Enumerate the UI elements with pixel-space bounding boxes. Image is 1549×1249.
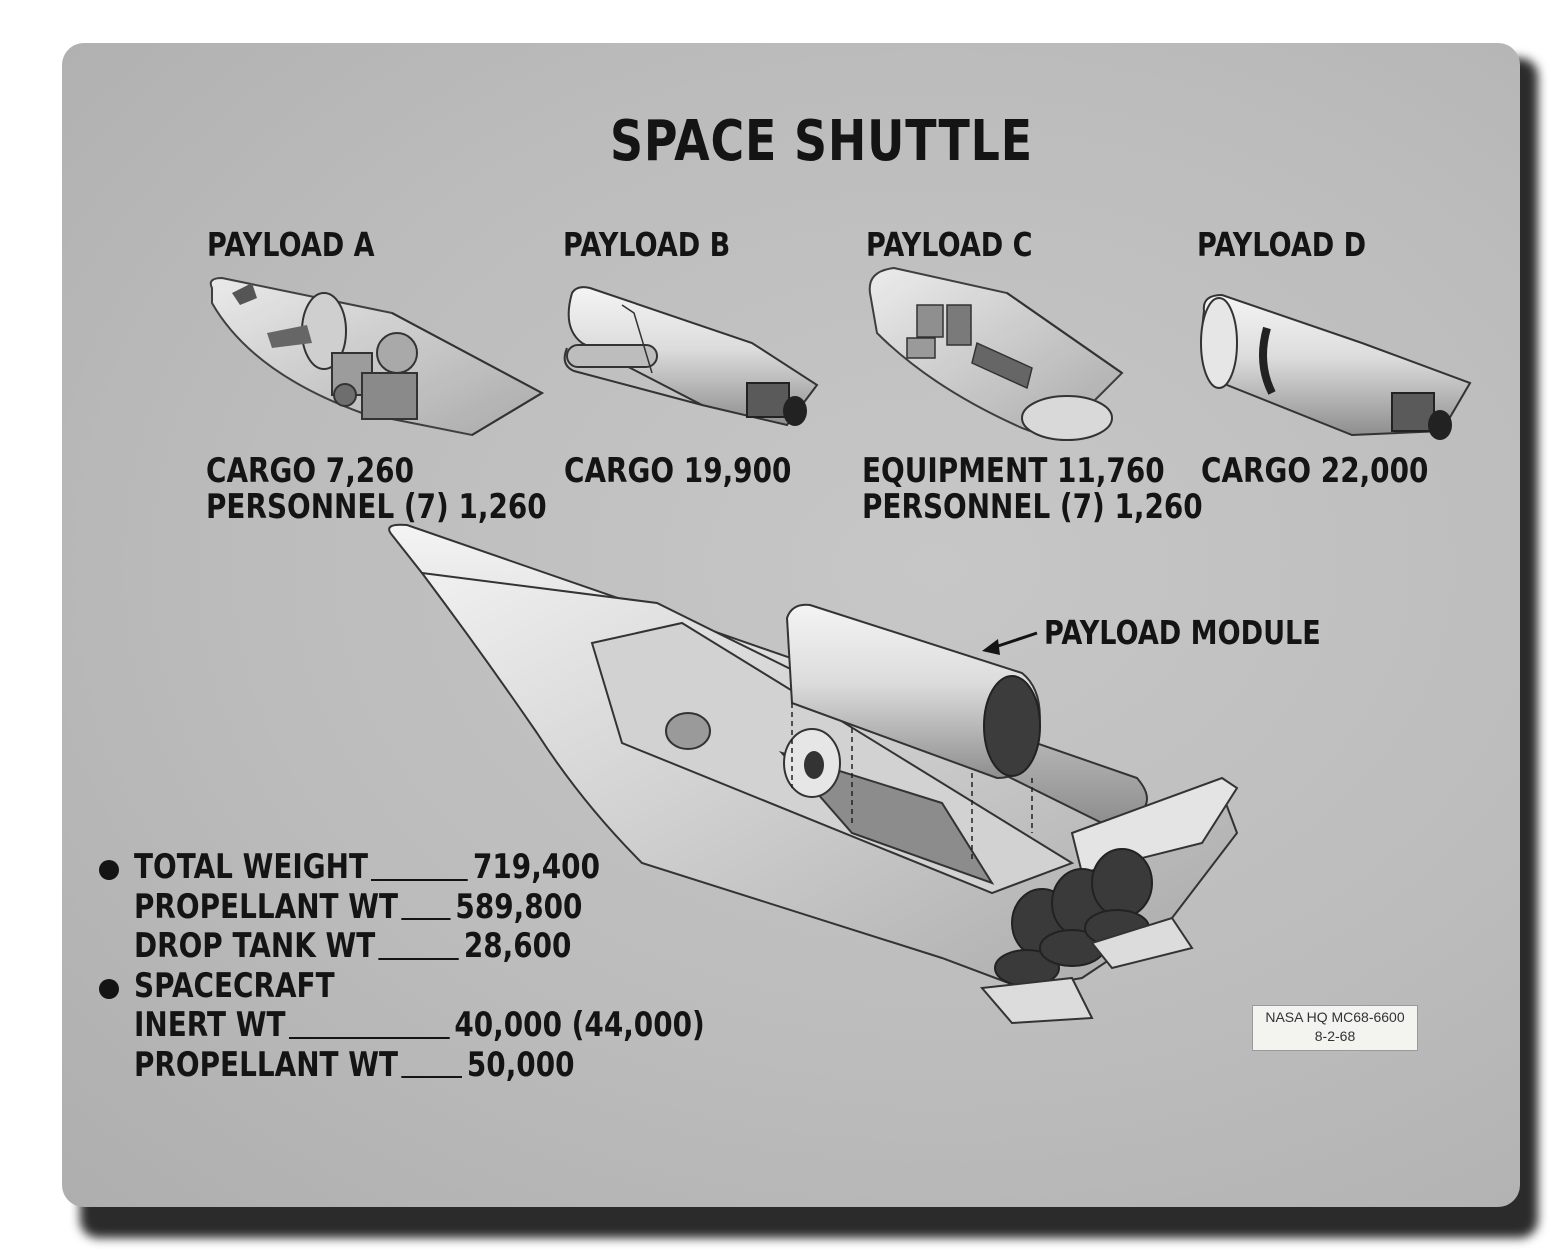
weight-stats: TOTAL WEIGHT 719,400 PROPELLANT WT 589,8…	[134, 847, 705, 1086]
payload-b-illustration	[563, 286, 819, 427]
stat-propellant-wt-2: PROPELLANT WT 50,000	[134, 1044, 705, 1086]
stat-value: 40,000 (44,000)	[454, 1005, 705, 1045]
bullet-spacecraft	[99, 979, 119, 999]
stat-spacecraft: SPACECRAFT	[134, 965, 705, 1007]
stat-value: 28,600	[463, 926, 572, 966]
payload-d-label: PAYLOAD D	[1197, 225, 1367, 264]
payload-b-specs: CARGO 19,900	[564, 453, 791, 489]
payload-c-specs: EQUIPMENT 11,760 PERSONNEL (7) 1,260	[862, 453, 1203, 525]
stat-inert-wt: INERT WT 40,000 (44,000)	[134, 1005, 705, 1046]
stat-label: PROPELLANT WT	[134, 886, 399, 927]
payload-a-illustration	[209, 276, 545, 437]
payload-c-equipment: EQUIPMENT 11,760	[862, 451, 1165, 491]
payload-d-specs: CARGO 22,000	[1201, 453, 1428, 489]
leader-line	[401, 1076, 462, 1078]
stat-label: PROPELLANT WT	[134, 1044, 399, 1085]
leader-line	[401, 918, 451, 920]
payload-b-cargo: CARGO 19,900	[564, 451, 792, 491]
shuttle-illustration	[209, 266, 1472, 1025]
main-shuttle-illustration	[388, 523, 1239, 1025]
stat-drop-tank-wt: DROP TANK WT 28,600	[134, 926, 705, 967]
bullet-total-weight	[99, 860, 119, 880]
stat-label: SPACECRAFT	[134, 965, 335, 1006]
payload-a-specs: CARGO 7,260 PERSONNEL (7) 1,260	[206, 453, 547, 525]
stat-propellant-wt-1: PROPELLANT WT 589,800	[134, 886, 705, 928]
page-title: SPACE SHUTTLE	[610, 109, 1033, 174]
stamp-id: NASA HQ MC68-6600	[1265, 1009, 1405, 1025]
payload-b-label: PAYLOAD B	[563, 225, 731, 264]
stat-label: TOTAL WEIGHT	[134, 847, 369, 887]
leader-line	[378, 957, 459, 960]
photo-print: SPACE SHUTTLE PAYLOAD A PAYLOAD B PAYLOA…	[62, 43, 1520, 1207]
stat-label: INERT WT	[134, 1005, 286, 1045]
payload-a-cargo: CARGO 7,260	[206, 451, 414, 491]
payload-module-arrow	[982, 631, 1038, 655]
payload-c-illustration	[868, 266, 1124, 441]
stat-label: DROP TANK WT	[134, 926, 376, 966]
nasa-archive-stamp: NASA HQ MC68-6600 8-2-68	[1252, 1005, 1418, 1051]
payload-c-label: PAYLOAD C	[866, 225, 1033, 264]
payload-module-label: PAYLOAD MODULE	[1044, 613, 1321, 652]
stat-value: 719,400	[472, 847, 600, 887]
stat-value: 589,800	[455, 886, 583, 927]
payload-a-label: PAYLOAD A	[207, 225, 375, 264]
payload-c-personnel: PERSONNEL (7) 1,260	[862, 487, 1203, 527]
stat-value: 50,000	[466, 1044, 575, 1085]
leader-line	[371, 878, 469, 881]
stamp-date: 8-2-68	[1314, 1028, 1356, 1044]
payload-d-illustration	[1200, 293, 1472, 440]
leader-line	[288, 1036, 450, 1039]
payload-a-personnel: PERSONNEL (7) 1,260	[206, 487, 547, 527]
stat-total-weight: TOTAL WEIGHT 719,400	[134, 847, 705, 888]
payload-d-cargo: CARGO 22,000	[1201, 451, 1429, 491]
